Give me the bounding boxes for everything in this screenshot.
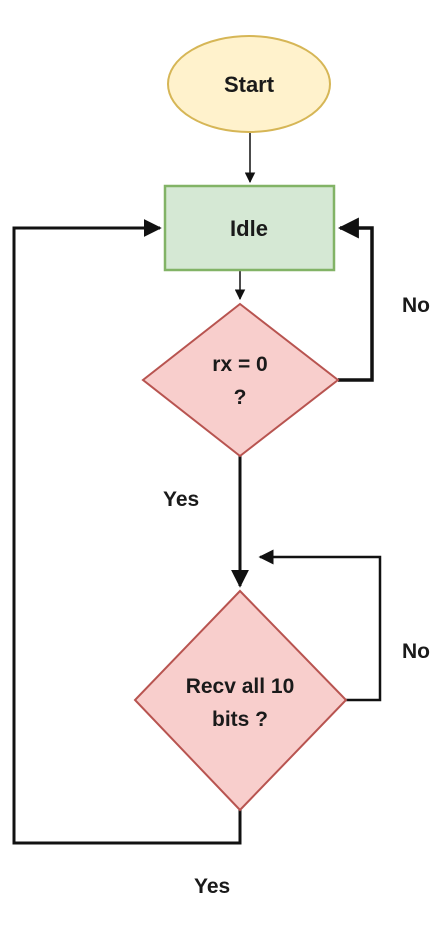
start-label: Start: [224, 72, 275, 97]
rx-check-node: [141, 302, 340, 458]
idle-node: [163, 184, 336, 272]
start-node: [167, 35, 331, 133]
idle-label: Idle: [230, 216, 268, 241]
edge-recv-no-loop: [258, 549, 382, 702]
recv-check-label-line2: bits ?: [212, 708, 268, 731]
edge-label-rx-no: No: [402, 294, 430, 317]
edge-rx-no-to-idle: [337, 217, 374, 382]
rx-check-label-line1: rx = 0: [212, 353, 267, 376]
edge-recv-yes-to-idle: [12, 219, 242, 845]
edge-label-rx-yes: Yes: [163, 488, 199, 511]
edge-label-recv-no: No: [402, 640, 430, 663]
recv-check-node: [133, 589, 348, 812]
rx-check-label-line2: ?: [234, 386, 247, 409]
edge-label-recv-yes: Yes: [194, 875, 230, 898]
recv-check-label-line1: Recv all 10: [186, 675, 295, 698]
